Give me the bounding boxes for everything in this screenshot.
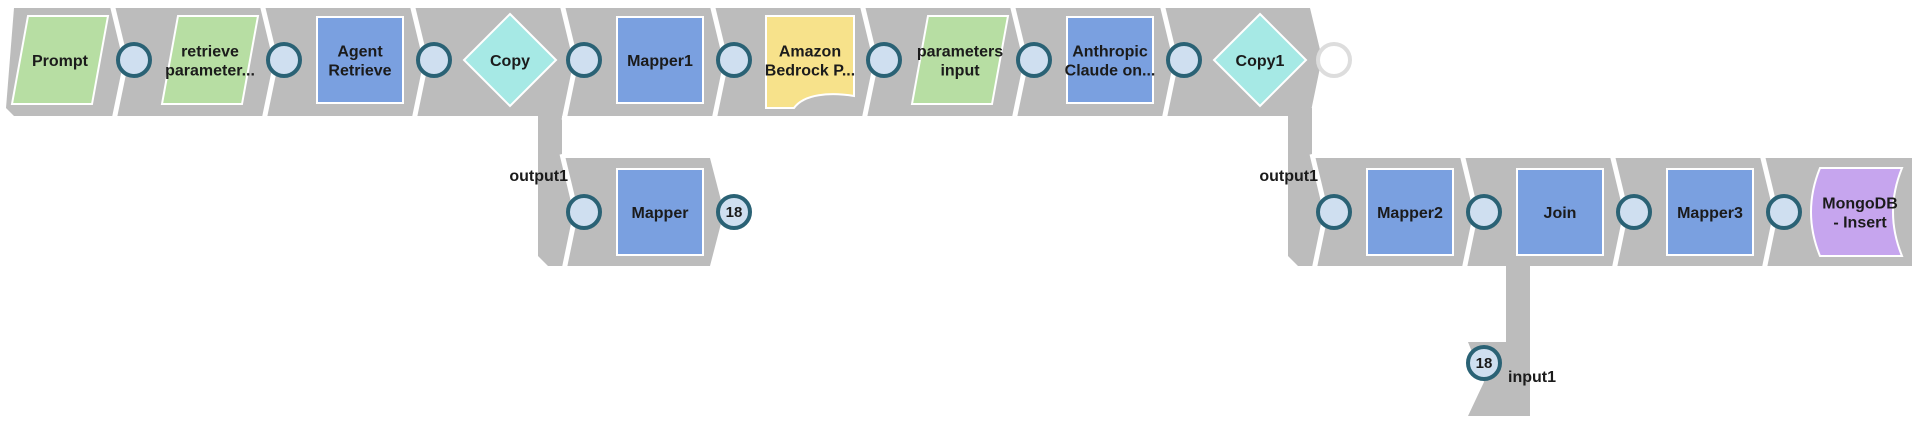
branch-b-mapper3-snap[interactable]: Mapper3 bbox=[1666, 168, 1754, 256]
prompt-label-1: Prompt bbox=[32, 53, 89, 70]
join-input-badge-count: 18 bbox=[1476, 355, 1493, 372]
branch-b-mongodb-insert-label-2: - Insert bbox=[1833, 215, 1887, 232]
pipeline-ports bbox=[116, 42, 1802, 230]
retrieve-parameter-snap[interactable]: retrieve parameter... bbox=[160, 15, 260, 105]
input-port-2[interactable] bbox=[266, 42, 302, 78]
mapper1-snap[interactable]: Mapper1 bbox=[616, 16, 704, 104]
copy1-shape bbox=[1212, 12, 1308, 108]
parameters-input-label-2: input bbox=[940, 63, 980, 80]
branch-b-port-label: output1 bbox=[1259, 168, 1318, 185]
branch-a-input-port[interactable] bbox=[566, 194, 602, 230]
join-input-badge[interactable]: 18 bbox=[1466, 345, 1502, 381]
branch-b-join-snap[interactable]: Join bbox=[1516, 168, 1604, 256]
parameters-input-snap[interactable]: parameters input bbox=[910, 15, 1010, 105]
pipeline-end-port[interactable] bbox=[1316, 42, 1352, 78]
join-input-port-label: input1 bbox=[1508, 369, 1556, 386]
amazon-bedrock-p-label-1: Amazon bbox=[779, 44, 841, 61]
branch-a-mapper-snap[interactable]: Mapper bbox=[616, 168, 704, 256]
parameters-input-shape bbox=[910, 15, 1010, 105]
branch-a-port-label: output1 bbox=[509, 168, 568, 185]
agent-retrieve-label-2: Retrieve bbox=[328, 63, 391, 80]
agent-retrieve-label-1: Agent bbox=[337, 44, 383, 61]
copy1-label-1: Copy1 bbox=[1236, 53, 1285, 70]
branch-b-input-port-1[interactable] bbox=[1316, 194, 1352, 230]
pipeline-snaps: Promptretrieveparameter...AgentRetrieveC… bbox=[10, 12, 1904, 257]
amazon-bedrock-p-label-2: Bedrock P... bbox=[765, 63, 855, 80]
copy1-snap[interactable]: Copy1 bbox=[1212, 12, 1308, 108]
input-port-6[interactable] bbox=[866, 42, 902, 78]
copy-shape bbox=[462, 12, 558, 108]
branch-b-mapper2-snap[interactable]: Mapper2 bbox=[1366, 168, 1454, 256]
anthropic-claude-on-label-1: Anthropic bbox=[1072, 44, 1148, 61]
parameters-input-label-1: parameters bbox=[917, 44, 1003, 61]
branch-b-join-label-1: Join bbox=[1544, 205, 1577, 222]
input-port-3[interactable] bbox=[416, 42, 452, 78]
branch-a-output-badge[interactable]: 18 bbox=[716, 194, 752, 230]
input-port-7[interactable] bbox=[1016, 42, 1052, 78]
branch-b-mapper2-shape bbox=[1366, 168, 1454, 256]
branch-b-mongodb-insert-shape bbox=[1810, 167, 1904, 257]
anthropic-claude-on-label-2: Claude on... bbox=[1065, 63, 1156, 80]
branch-b-mongodb-insert-label-1: MongoDB bbox=[1822, 196, 1898, 213]
amazon-bedrock-p-shape bbox=[765, 15, 855, 109]
branch-b-input-port-4[interactable] bbox=[1766, 194, 1802, 230]
branch-b-mapper3-shape bbox=[1666, 168, 1754, 256]
pipeline-port-labels: output1 output1 input1 bbox=[509, 168, 1556, 386]
pipeline-badges: 18 18 bbox=[716, 194, 1502, 381]
branch-a-badge-count: 18 bbox=[726, 204, 743, 221]
branch-b-join-shape bbox=[1516, 168, 1604, 256]
retrieve-parameter-label-2: parameter... bbox=[165, 63, 255, 80]
retrieve-parameter-shape bbox=[160, 15, 260, 105]
input-port-5[interactable] bbox=[716, 42, 752, 78]
copy-snap[interactable]: Copy bbox=[462, 12, 558, 108]
mapper1-label-1: Mapper1 bbox=[627, 53, 693, 70]
retrieve-parameter-label-1: retrieve bbox=[181, 44, 239, 61]
prompt-shape bbox=[10, 15, 110, 105]
branch-b-mongodb-insert-snap[interactable]: MongoDB - Insert bbox=[1810, 167, 1904, 257]
input-port-1[interactable] bbox=[116, 42, 152, 78]
input-port-4[interactable] bbox=[566, 42, 602, 78]
agent-retrieve-shape bbox=[316, 16, 404, 104]
branch-b-input-port-3[interactable] bbox=[1616, 194, 1652, 230]
branch-b-mapper2-label-1: Mapper2 bbox=[1377, 205, 1443, 222]
prompt-snap[interactable]: Prompt bbox=[10, 15, 110, 105]
mapper1-shape bbox=[616, 16, 704, 104]
branch-a-mapper-shape bbox=[616, 168, 704, 256]
join-input-track bbox=[1468, 262, 1530, 416]
branch-b-mapper3-label-1: Mapper3 bbox=[1677, 205, 1743, 222]
input-port-8[interactable] bbox=[1166, 42, 1202, 78]
branch-b-input-port-2[interactable] bbox=[1466, 194, 1502, 230]
copy-label-1: Copy bbox=[490, 53, 530, 70]
branch-a-mapper-label-1: Mapper bbox=[632, 205, 689, 222]
anthropic-claude-on-shape bbox=[1066, 16, 1154, 104]
